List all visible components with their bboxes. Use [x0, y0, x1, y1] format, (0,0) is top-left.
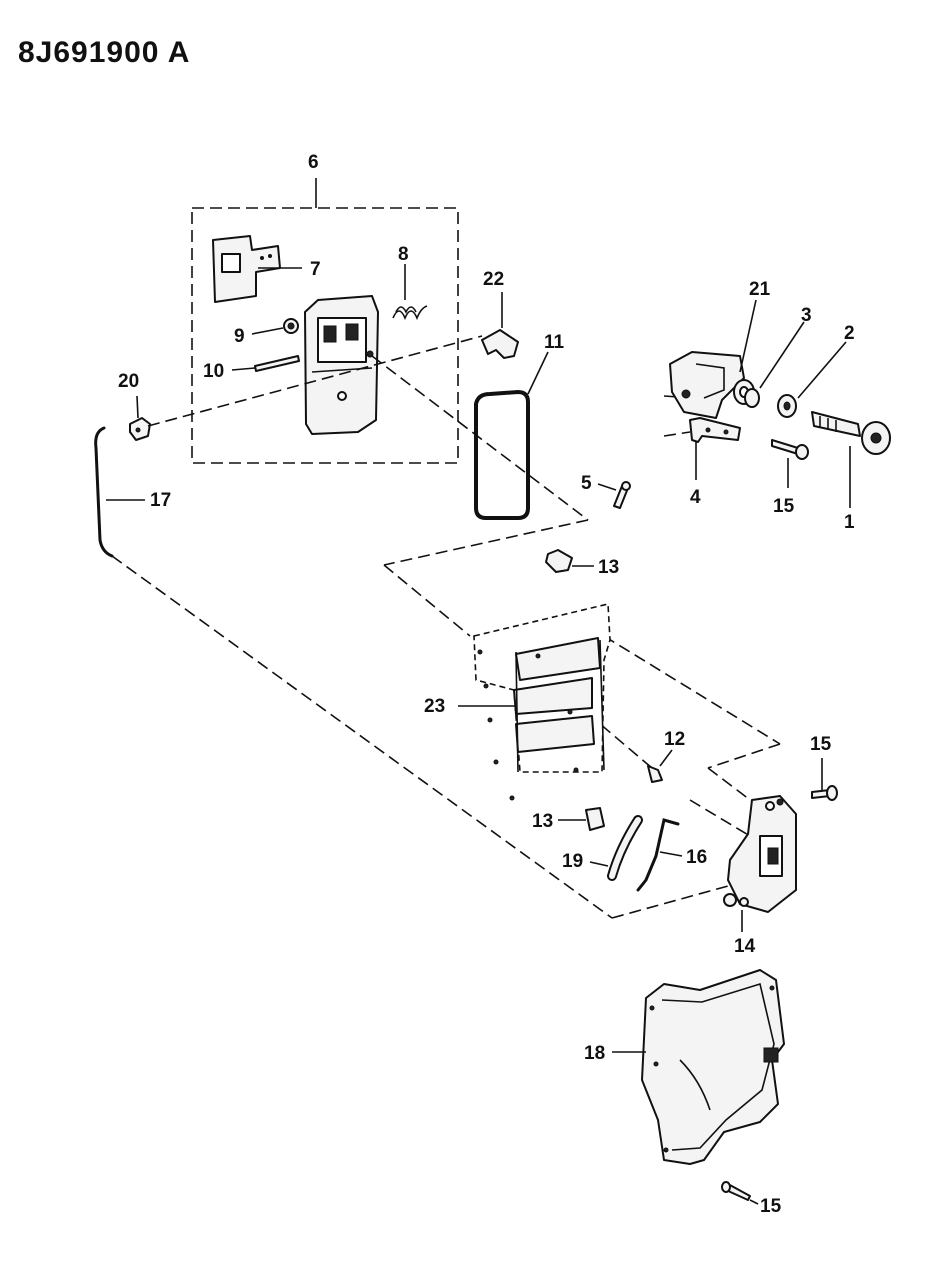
part-14-latch [723, 795, 797, 932]
part-13-clip-upper [545, 549, 594, 573]
label-21: 21 [749, 279, 771, 300]
label-7: 7 [310, 259, 321, 280]
part-21-lock-bracket [669, 299, 757, 419]
part-2-washer [777, 341, 847, 418]
label-3: 3 [801, 305, 812, 326]
label-15-bottom: 15 [760, 1196, 782, 1217]
part-23-door-panel [458, 602, 611, 801]
part-10-pin [231, 355, 300, 372]
label-1: 1 [844, 512, 855, 533]
label-6: 6 [308, 152, 319, 173]
connection-lines [111, 335, 781, 919]
door-handle-housing [304, 295, 379, 435]
label-18: 18 [584, 1043, 605, 1064]
label-23: 23 [424, 696, 445, 717]
label-22: 22 [483, 269, 504, 290]
label-5: 5 [581, 473, 592, 494]
part-18-cover-plate [612, 969, 785, 1165]
label-17: 17 [150, 490, 171, 511]
part-8-spring [392, 264, 428, 321]
label-11: 11 [544, 332, 565, 353]
part-17-rod [94, 426, 145, 558]
label-10: 10 [203, 361, 224, 382]
part-19-rod-sleeve [589, 815, 643, 881]
label-4: 4 [690, 487, 701, 508]
label-15-right: 15 [810, 734, 832, 755]
part-22-clip [481, 292, 519, 359]
label-2: 2 [844, 323, 855, 344]
part-1-striker-bolt [811, 411, 891, 508]
label-16: 16 [686, 847, 707, 868]
label-15-upper: 15 [773, 496, 795, 517]
label-12: 12 [664, 729, 685, 750]
part-15-screw-bottom [721, 1181, 759, 1205]
label-13-upper: 13 [598, 557, 619, 578]
label-14: 14 [734, 936, 756, 957]
part-16-rod [636, 818, 683, 892]
diagram-code: 8J691900 A [18, 36, 191, 69]
label-19: 19 [562, 851, 583, 872]
label-9: 9 [234, 326, 245, 347]
part-20-clip [129, 395, 151, 441]
part-7-latch-plate [212, 235, 302, 303]
part-11-gasket [474, 351, 549, 520]
assembly-6-box [191, 207, 459, 464]
part-4-bracket [689, 417, 741, 480]
part-12-screw [647, 749, 673, 783]
part-9-knob [251, 318, 299, 335]
part-13-clip-lower [558, 807, 605, 831]
part-5-pin [597, 481, 631, 509]
part-15-screw-upper [771, 439, 809, 488]
part-3-washer [733, 321, 805, 408]
label-20: 20 [118, 371, 139, 392]
label-13-lower: 13 [532, 811, 553, 832]
label-8: 8 [398, 244, 409, 265]
part-15-screw-right [811, 758, 838, 801]
